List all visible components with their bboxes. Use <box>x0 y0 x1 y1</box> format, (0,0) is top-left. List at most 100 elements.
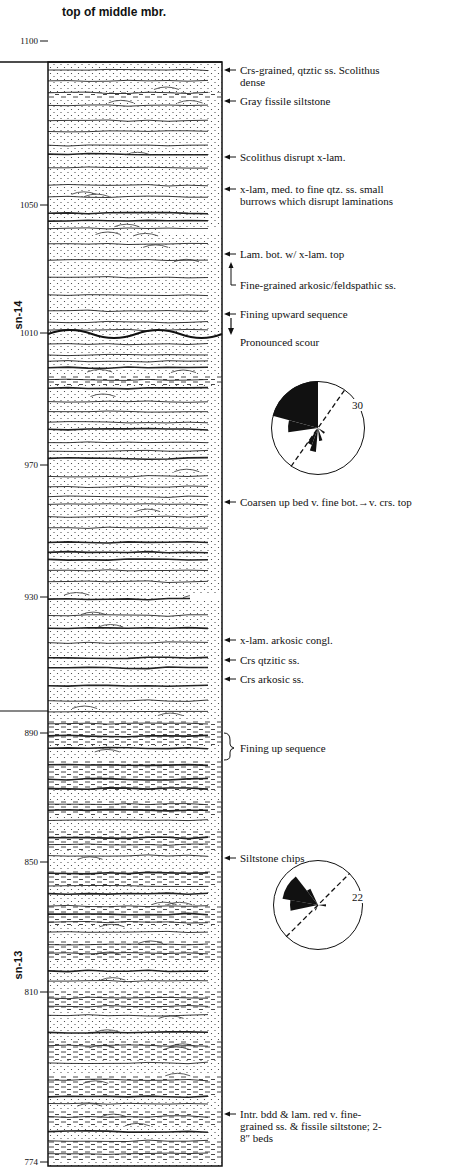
bed-line <box>48 486 208 488</box>
annotation: Siltstone chips <box>240 852 440 864</box>
bed-line <box>48 196 208 197</box>
cross-lamination <box>133 233 158 236</box>
arrowhead <box>228 328 234 335</box>
rose-petal <box>318 904 326 906</box>
gap <box>160 229 224 235</box>
mean-direction-line <box>286 873 350 937</box>
leader-arrows <box>224 68 236 1117</box>
bed-line <box>48 1140 208 1141</box>
bed-line <box>48 167 208 168</box>
gap <box>190 594 224 600</box>
bed-line <box>48 922 208 924</box>
member-label: top of middle mbr. <box>62 6 222 18</box>
bed-line <box>48 627 208 630</box>
cross-lamination <box>72 706 97 709</box>
siltstone-ground <box>49 1040 221 1060</box>
cross-lamination <box>174 469 199 472</box>
bed-line <box>48 944 208 946</box>
siltstone-ground <box>49 940 221 960</box>
cross-lamination <box>174 259 199 262</box>
bed-line <box>48 931 208 932</box>
siltstone-fill <box>49 720 221 745</box>
bed-line <box>48 997 208 999</box>
bed-line <box>48 379 208 380</box>
annotation: Crs arkosic ss. <box>240 673 440 685</box>
bed-line <box>48 886 208 887</box>
bed-line <box>48 504 208 505</box>
siltstone-ground <box>49 800 221 815</box>
cross-lamination <box>81 612 106 615</box>
bed-line <box>48 1103 208 1104</box>
bed-line <box>48 105 208 106</box>
bed-line <box>48 1116 208 1118</box>
annotation: Crs-grained, qtztic ss. Scolithus dense <box>240 64 380 88</box>
siltstone-fill <box>49 905 221 925</box>
cross-lamination <box>89 1045 114 1048</box>
bed-line <box>48 145 208 146</box>
siltstone-ground <box>49 92 221 98</box>
cross-lamination <box>178 101 203 104</box>
arrowhead <box>224 252 230 257</box>
bed-line <box>48 259 208 261</box>
siltstone-fill <box>49 1110 221 1125</box>
bed-line <box>48 667 208 669</box>
annotation: Lam. bot. w/ x-lam. top <box>240 248 440 260</box>
bed-line <box>48 294 208 296</box>
depth-label: 930 <box>8 591 38 603</box>
arrowhead <box>224 312 230 317</box>
siltstone-ground <box>49 1110 221 1125</box>
arrowhead <box>224 658 230 663</box>
bed-line <box>48 429 208 431</box>
arrowhead <box>224 187 230 192</box>
bed-line <box>48 185 208 187</box>
depth-tick <box>40 1162 48 1163</box>
rose-petal <box>318 428 325 434</box>
siltstone-ground <box>49 760 221 790</box>
bed-line <box>48 321 208 323</box>
depth-label: 890 <box>8 727 38 739</box>
bed-line <box>48 559 208 560</box>
bed-line <box>48 441 208 443</box>
cross-lamination <box>159 1016 184 1019</box>
annotation: Gray fissile siltstone <box>240 95 440 107</box>
bed-line <box>48 810 208 811</box>
bed-line <box>48 422 208 423</box>
bed-line <box>48 277 208 278</box>
bed-line <box>48 450 208 451</box>
bed-line <box>48 981 208 982</box>
bed-line <box>48 905 208 906</box>
arrowhead <box>224 68 230 73</box>
annotation: Fining upward sequence <box>240 308 440 320</box>
depth-tick <box>40 465 48 466</box>
arrowhead <box>224 638 230 643</box>
bed-line <box>48 310 208 311</box>
bed-line <box>48 804 208 805</box>
bed-line <box>48 598 208 599</box>
bed-line <box>48 1062 208 1064</box>
bed-line <box>48 657 208 658</box>
depth-label: 810 <box>8 986 38 998</box>
cross-lamination <box>167 902 192 905</box>
bracket <box>224 733 234 760</box>
siltstone-ground <box>49 375 221 385</box>
cross-lamination <box>91 394 116 397</box>
cross-lamination <box>64 593 89 596</box>
annotation: Intr. bdd & lam. red v. fine-grained ss.… <box>240 1108 390 1144</box>
depth-label: 1050 <box>8 199 38 211</box>
bed-line <box>48 1015 208 1016</box>
mean-direction-line <box>291 389 345 466</box>
scour-surface <box>48 330 222 338</box>
depth-label: 774 <box>8 1156 38 1168</box>
bed-line <box>48 552 208 553</box>
cross-lamination <box>114 224 139 227</box>
siltstone-fill <box>49 375 221 385</box>
bed-line <box>48 401 208 402</box>
section-boundary <box>0 710 48 711</box>
rose-diagram: 22 <box>273 860 363 950</box>
siltstone-fill <box>49 800 221 815</box>
bed-line <box>48 527 208 528</box>
sandstone-fill <box>48 62 222 1166</box>
bed-line <box>48 970 208 971</box>
annotation: Fine-grained arkosic/feldspathic ss. <box>240 279 445 291</box>
